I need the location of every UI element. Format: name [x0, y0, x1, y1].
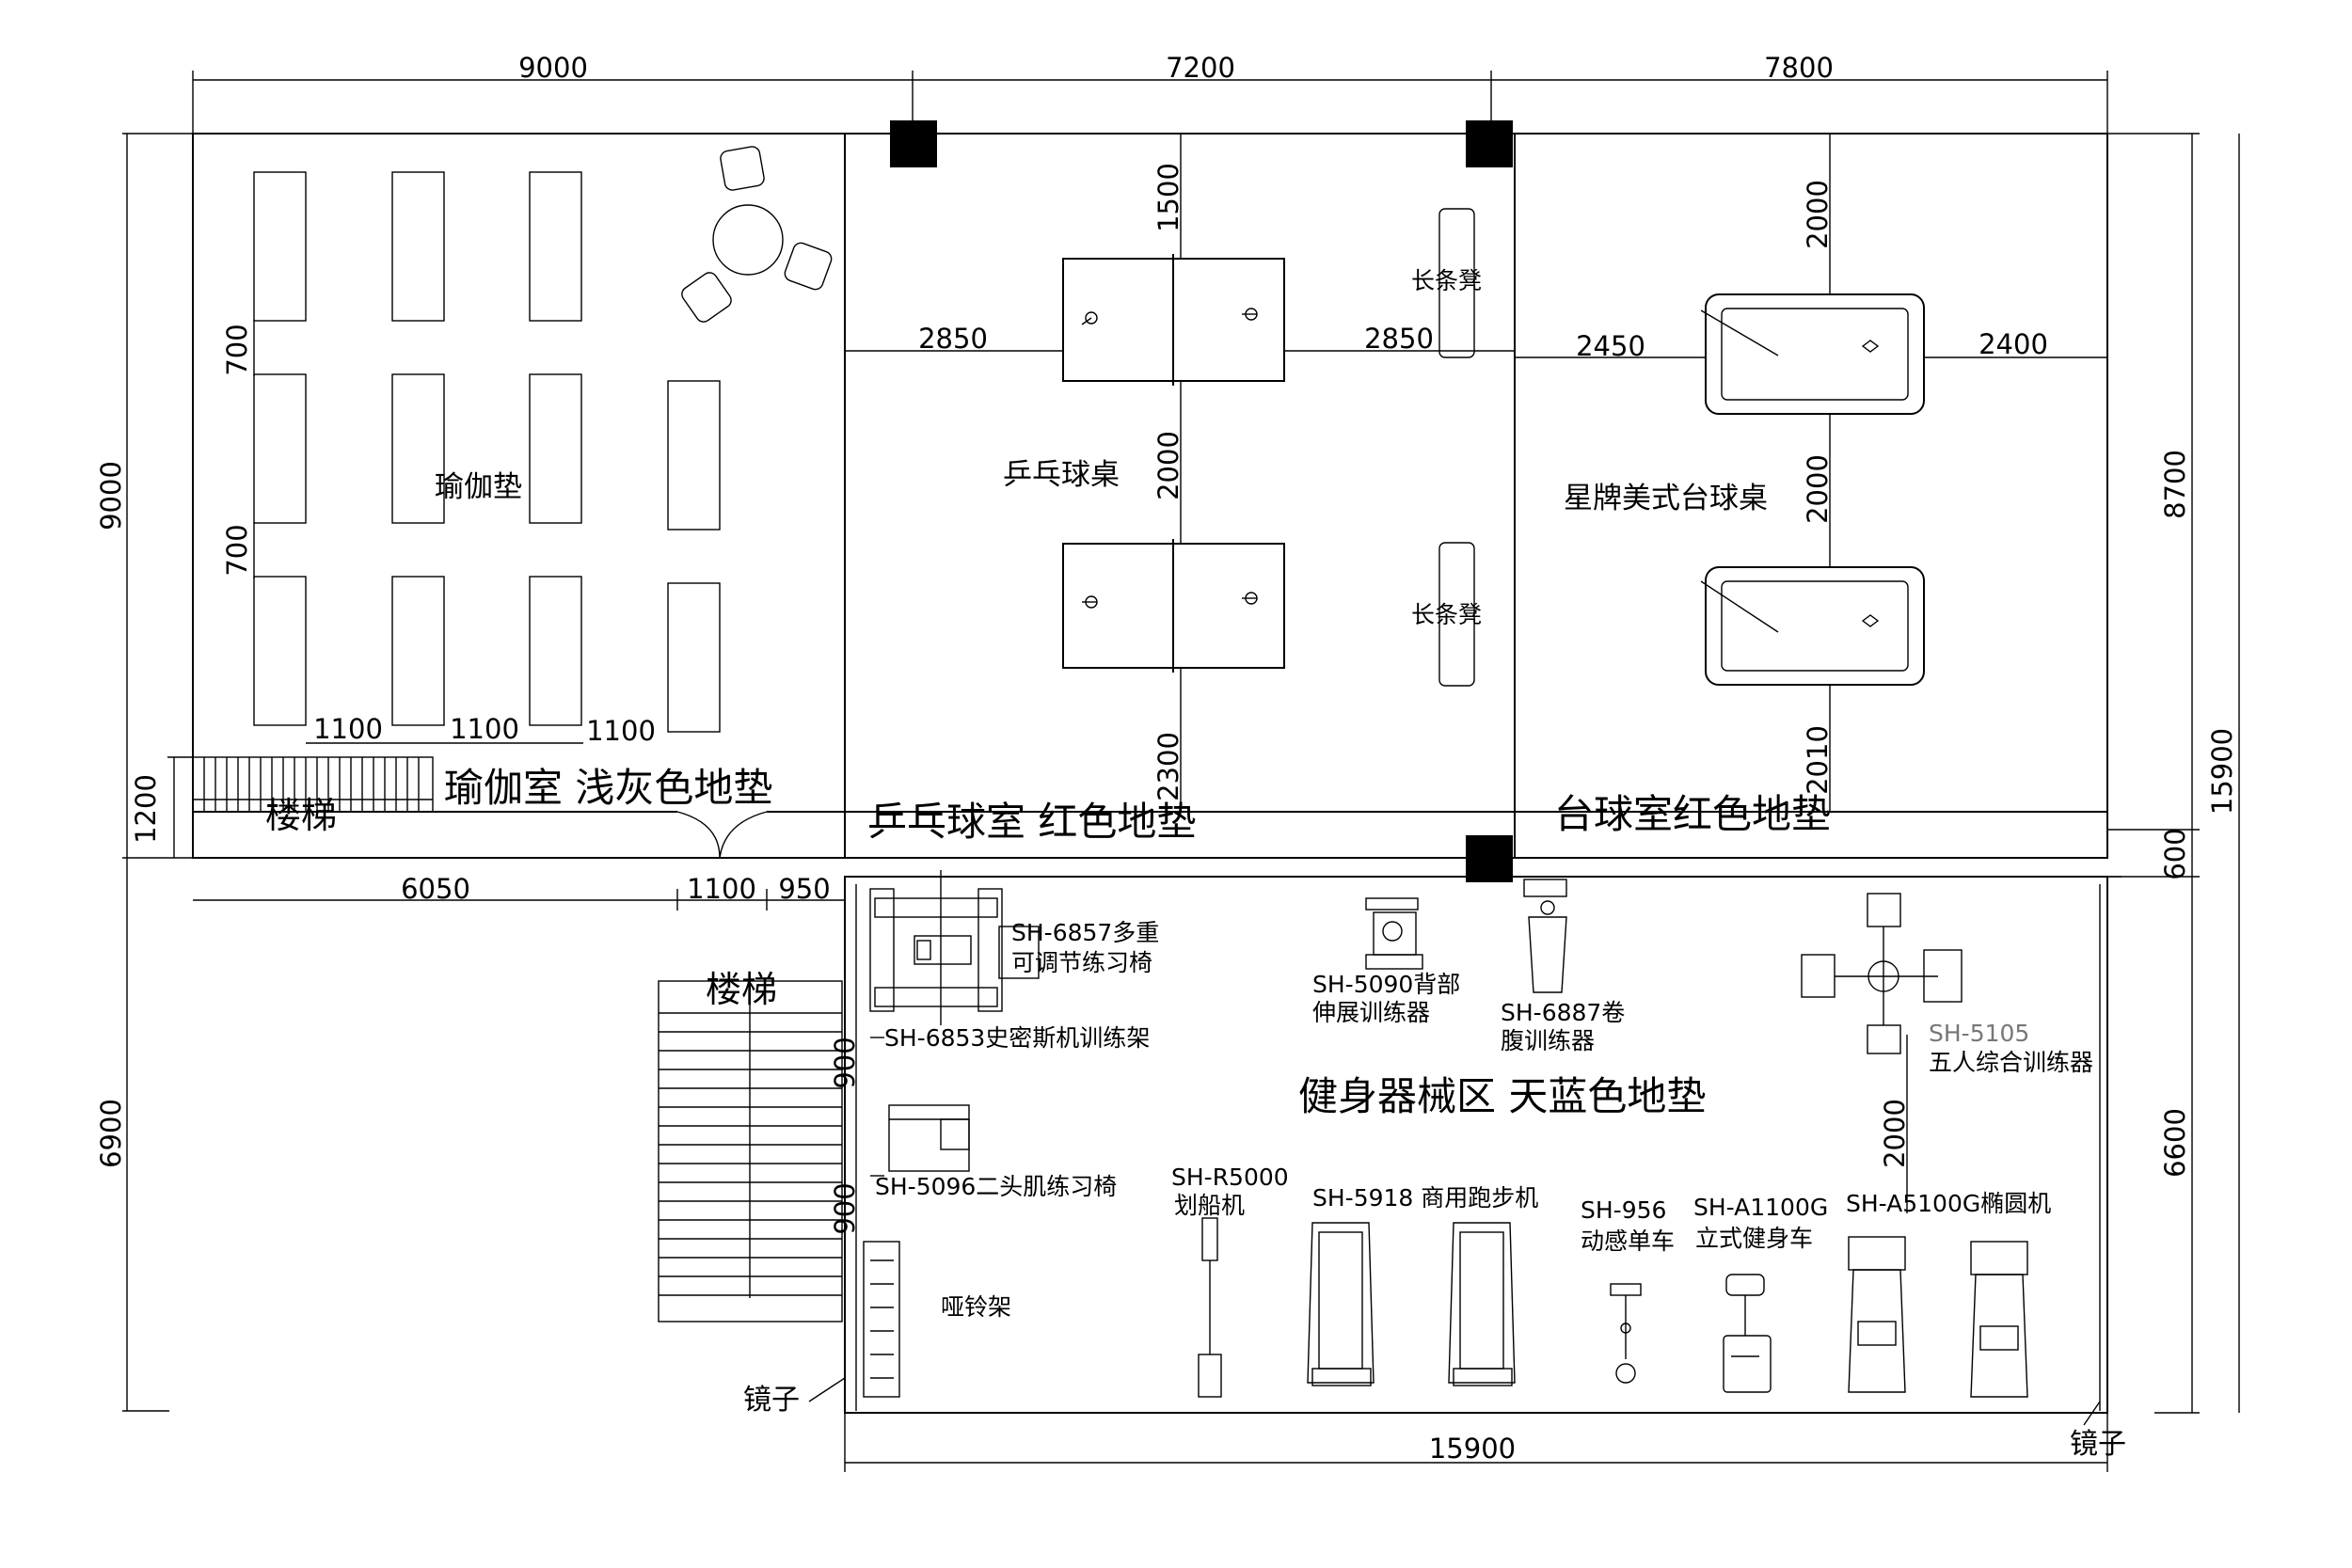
elliptical-1 — [1848, 1236, 1906, 1393]
dim-right-upper: 8700 — [2159, 450, 2191, 519]
dim-yoga-h-1: 1100 — [313, 713, 383, 745]
treadmill-1 — [1307, 1222, 1375, 1386]
equip-5090-line1: SH-5090背部 — [1312, 971, 1460, 998]
dim-pp-3: 2850 — [1364, 323, 1434, 355]
mirror-label-left: 镜子 — [743, 1384, 800, 1417]
dumbbell-rack-label: 哑铃架 — [941, 1293, 1011, 1321]
gym-area-title: 健身器械区 天蓝色地垫 — [1298, 1073, 1706, 1119]
ab-crunch-trainer — [1523, 879, 1567, 993]
dim-pp-4: 2000 — [1152, 431, 1184, 500]
stairs-lower-label: 楼梯 — [706, 969, 777, 1010]
dim-bill-2: 2450 — [1576, 330, 1645, 362]
stairs-upper-label: 楼梯 — [265, 795, 337, 836]
yoga-mat-label: 瑜伽垫 — [435, 470, 522, 504]
pingpong-room-title: 乒乓球室 红色地垫 — [867, 799, 1196, 845]
dimension-lines — [122, 71, 2240, 1472]
dim-left-stair: 1200 — [130, 774, 162, 844]
dim-gym-3: 2000 — [1879, 1099, 1911, 1168]
equip-5096-label: SH-5096二头肌练习椅 — [875, 1173, 1117, 1200]
dim-top-2: 7200 — [1166, 52, 1235, 84]
equip-6887-line1: SH-6887卷 — [1501, 999, 1625, 1026]
dumbbell-rack — [863, 1241, 900, 1398]
yoga-room: 瑜伽垫 — [253, 146, 833, 733]
dim-right-gap: 600 — [2159, 828, 2191, 879]
rowing-machine — [1198, 1217, 1222, 1398]
stairs-upper: 楼梯 — [192, 756, 434, 836]
spin-bike — [1610, 1283, 1642, 1384]
equip-5918-label: SH-5918 商用跑步机 — [1312, 1184, 1538, 1212]
dim-pp-2: 2850 — [918, 323, 988, 355]
equip-5105-line2: 五人综合训练器 — [1929, 1049, 2093, 1076]
pingpong-room: 乒乓球桌 长条凳 长条凳 乒乓球室 红色地垫 — [867, 208, 1482, 845]
treadmill-2 — [1448, 1222, 1516, 1386]
equip-956-line1: SH-956 — [1581, 1196, 1666, 1224]
smith-machine-rack — [869, 870, 1003, 1025]
equip-a5100g-label: SH-A5100G椭圆机 — [1846, 1190, 2051, 1217]
dim-bill-1: 2000 — [1802, 180, 1834, 249]
dim-right-lower: 6600 — [2159, 1108, 2191, 1178]
dim-right-total: 15900 — [2206, 728, 2238, 815]
equip-r5000-line1: SH-R5000 — [1171, 1164, 1289, 1191]
dim-left-lower: 6900 — [95, 1099, 127, 1168]
upright-bike — [1723, 1274, 1772, 1393]
equip-6887-line2: 腹训练器 — [1501, 1027, 1595, 1054]
dim-bill-5: 2010 — [1802, 725, 1834, 795]
dim-corridor-3: 950 — [778, 873, 830, 905]
gym-area: 健身器械区 天蓝色地垫 SH-6857多重 可调节练习椅 SH-6853史密斯机… — [743, 870, 2126, 1461]
dimension-texts: 9000 7200 7800 9000 6900 1200 8700 600 6… — [95, 52, 2238, 1465]
yoga-room-title: 瑜伽室 浅灰色地垫 — [444, 765, 772, 811]
dim-gym-1: 900 — [829, 1037, 861, 1088]
elliptical-2 — [1970, 1241, 2028, 1398]
dim-corridor-2: 1100 — [687, 873, 756, 905]
back-extension-trainer — [1365, 897, 1423, 970]
dim-top-1: 9000 — [518, 52, 588, 84]
mirror-label-right: 镜子 — [2070, 1428, 2126, 1461]
dim-top-3: 7800 — [1764, 52, 1834, 84]
equip-r5000-line2: 划船机 — [1174, 1192, 1245, 1219]
dim-pp-1: 1500 — [1152, 163, 1184, 232]
dim-gym-2: 900 — [829, 1182, 861, 1234]
adjustable-bench — [998, 926, 1040, 979]
dim-bill-3: 2400 — [1979, 328, 2048, 360]
dim-bill-4: 2000 — [1802, 454, 1834, 524]
equip-5105-line1: SH-5105 — [1929, 1020, 2029, 1047]
equip-6857-line1: SH-6857多重 — [1011, 919, 1159, 946]
pingpong-table-label: 乒乓球桌 — [1003, 458, 1120, 492]
dim-pp-5: 2300 — [1152, 732, 1184, 801]
stairs-lower: 楼梯 — [658, 969, 843, 1323]
billiard-room: 星牌美式台球桌 台球室红色地垫 — [1554, 293, 1925, 837]
equip-5090-line2: 伸展训练器 — [1312, 999, 1430, 1026]
dim-left-upper: 9000 — [95, 461, 127, 531]
equip-6857-line2: 可调节练习椅 — [1011, 949, 1152, 976]
equip-956-line2: 动感单车 — [1581, 1227, 1675, 1255]
dim-yoga-gap-1: 700 — [221, 324, 253, 375]
billiard-table-label: 星牌美式台球桌 — [1564, 482, 1768, 515]
bench-label-1: 长条凳 — [1411, 267, 1482, 294]
dim-yoga-gap-2: 700 — [221, 524, 253, 576]
structural-columns — [890, 120, 1513, 882]
dim-bottom: 15900 — [1429, 1433, 1516, 1465]
equip-6853-label: SH-6853史密斯机训练架 — [884, 1024, 1150, 1052]
dim-yoga-h-3: 1100 — [586, 715, 656, 747]
biceps-bench — [888, 1104, 970, 1172]
equip-a1100g-line2: 立式健身车 — [1695, 1225, 1813, 1252]
bench-label-2: 长条凳 — [1411, 601, 1482, 628]
billiard-room-title: 台球室红色地垫 — [1554, 791, 1831, 837]
dim-yoga-h-2: 1100 — [450, 713, 519, 745]
five-person-station — [1801, 893, 1963, 1054]
equip-a1100g-line1: SH-A1100G — [1693, 1194, 1828, 1221]
dim-corridor-1: 6050 — [401, 873, 470, 905]
